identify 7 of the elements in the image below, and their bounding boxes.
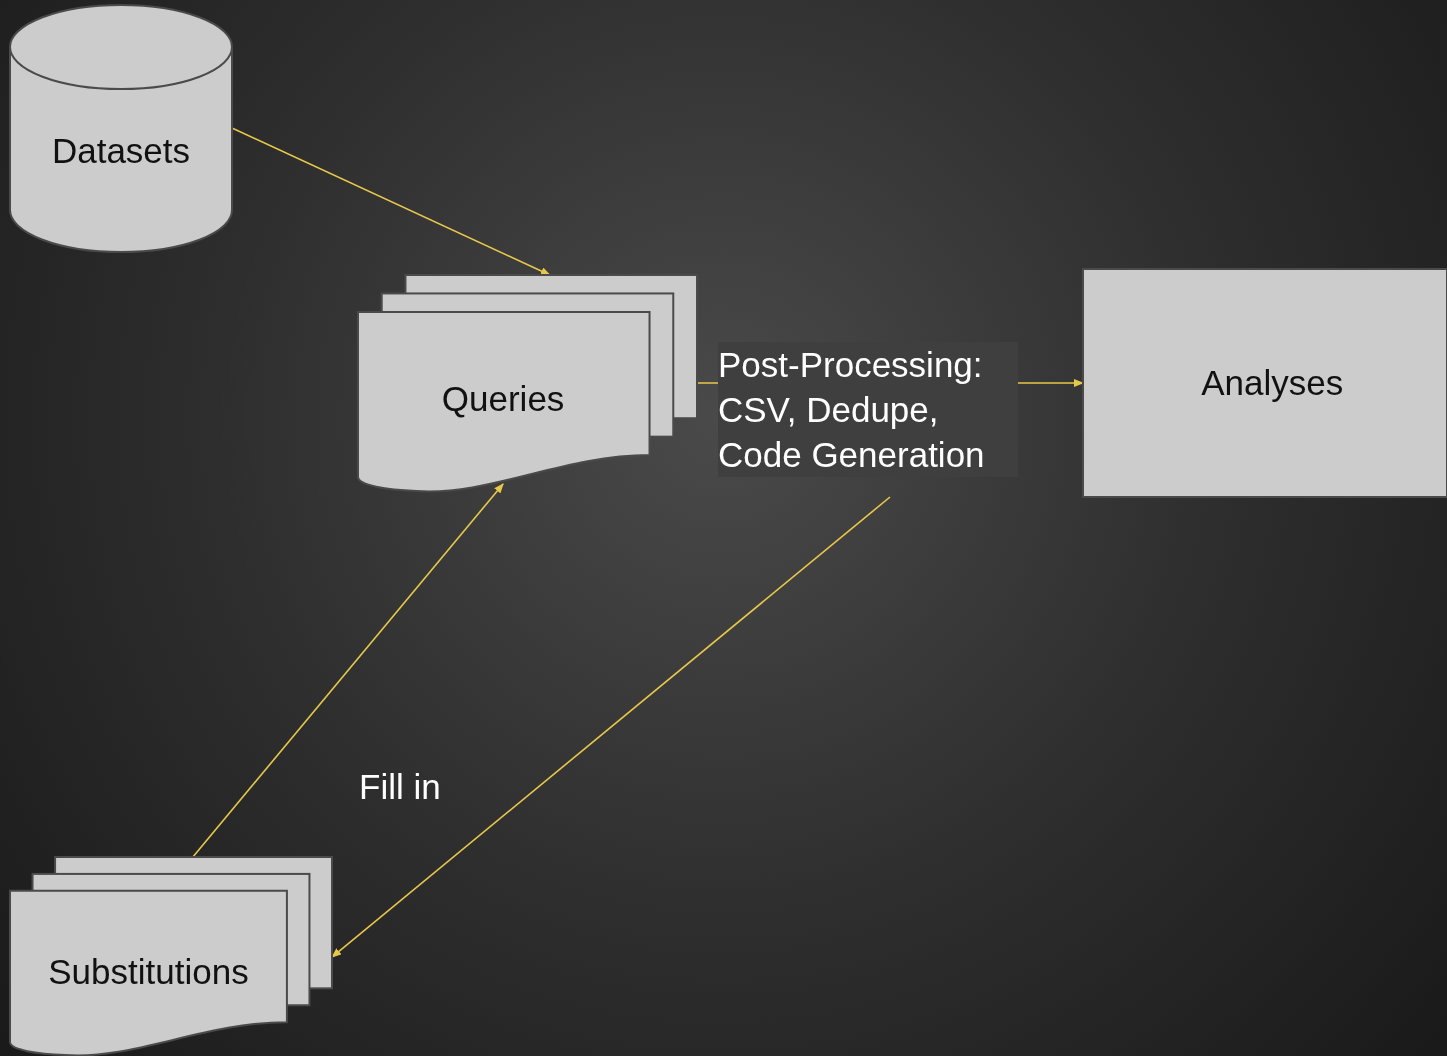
node-label: Queries <box>441 378 565 419</box>
node-label: Datasets <box>51 130 191 171</box>
note-text: Fill in <box>359 766 441 808</box>
node-label: Substitutions <box>48 952 249 993</box>
arrow <box>192 483 504 858</box>
edge-label: Post-Processing: CSV, Dedupe, Code Generation <box>718 342 1018 477</box>
node-label: Analyses <box>1201 363 1344 403</box>
